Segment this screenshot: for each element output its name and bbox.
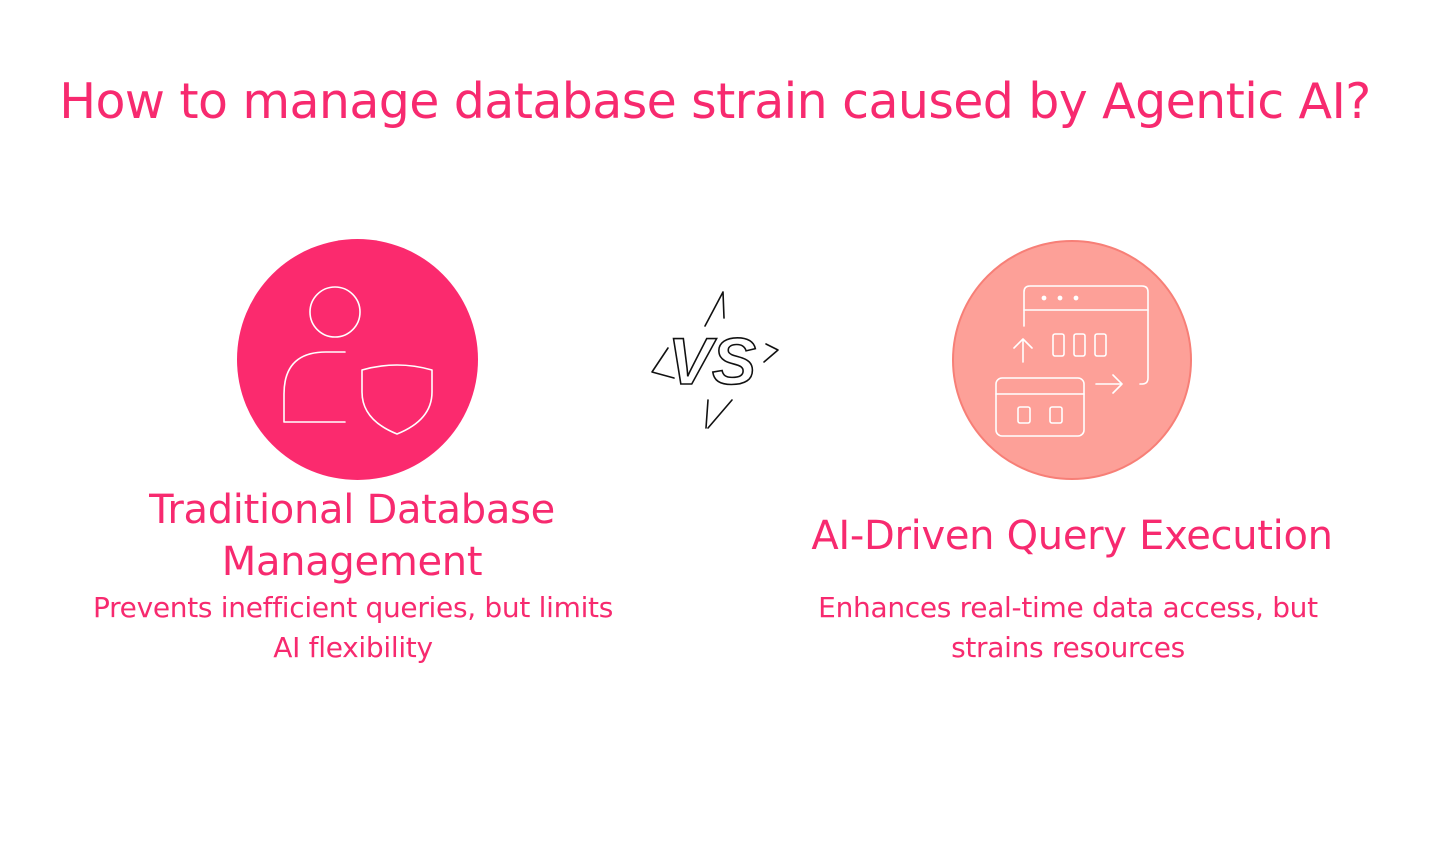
vs-icon: VS (651, 291, 779, 429)
traditional-db-heading: Traditional Database Management (149, 487, 555, 585)
ai-query-description: Enhances real-time data access, but stra… (818, 591, 1318, 664)
data-transfer-windows-icon (995, 285, 1149, 437)
ai-query-heading: AI-Driven Query Execution (811, 513, 1333, 559)
traditional-db-description: Prevents inefficient queries, but limits… (92, 591, 614, 664)
ai-query-circle (952, 240, 1192, 480)
vs-label: VS (668, 324, 756, 398)
page-title: How to manage database strain caused by … (59, 73, 1371, 130)
traditional-db-circle (237, 239, 478, 480)
user-shield-icon (283, 286, 433, 435)
